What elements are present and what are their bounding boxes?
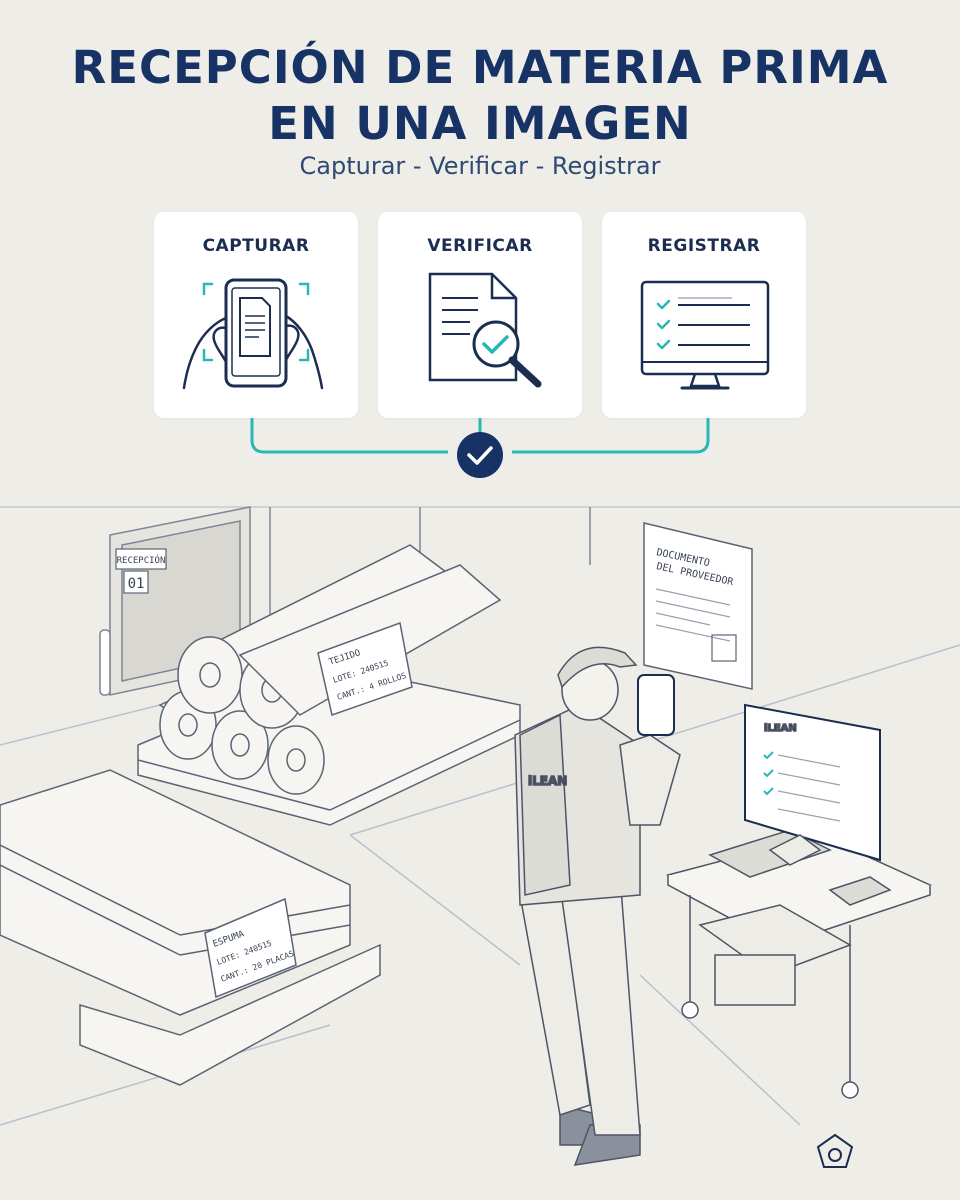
document-magnifier-icon (428, 272, 542, 388)
supplier-document-poster: DOCUMENTO DEL PROVEEDOR (643, 522, 753, 690)
phone-capture-icon (182, 278, 324, 390)
title-line-1: RECEPCIÓN DE MATERIA PRIMA (71, 41, 889, 94)
svg-text:RECEPCIÓN: RECEPCIÓN (117, 554, 166, 566)
worker: iLEAN (514, 646, 681, 1166)
header: RECEPCIÓN DE MATERIA PRIMA EN UNA IMAGEN… (0, 0, 960, 500)
brand-logo-icon (816, 1133, 854, 1168)
dock-sign: RECEPCIÓN 01 (115, 548, 167, 594)
step-card-verificar: VERIFICAR (378, 212, 582, 418)
step-label-capturar: CAPTURAR (202, 236, 310, 256)
qr-code-icon (711, 634, 737, 662)
check-icon (467, 446, 493, 465)
svg-text:01: 01 (128, 576, 145, 592)
steps-connector (250, 418, 710, 478)
warehouse-scene: RECEPCIÓN 01 TEJIDO LOTE: 240515 CANT.: … (0, 506, 960, 1168)
step-card-capturar: CAPTURAR (154, 212, 358, 418)
phone-icon (637, 674, 675, 736)
monitor-checklist-icon (640, 280, 770, 390)
svg-text:iLEAN: iLEAN (528, 774, 567, 788)
title-line-2: EN UNA IMAGEN (268, 97, 692, 150)
step-label-registrar: REGISTRAR (647, 236, 761, 256)
foam-tag: ESPUMA LOTE: 240515 CANT.: 20 PLACAS (204, 897, 297, 999)
step-label-verificar: VERIFICAR (427, 236, 533, 256)
step-card-registrar: REGISTRAR (602, 212, 806, 418)
svg-text:iLEAN: iLEAN (764, 723, 797, 734)
workstation: iLEAN (665, 703, 933, 1099)
page-title: RECEPCIÓN DE MATERIA PRIMA EN UNA IMAGEN (0, 40, 960, 152)
page-subtitle: Capturar - Verificar - Registrar (299, 152, 661, 180)
